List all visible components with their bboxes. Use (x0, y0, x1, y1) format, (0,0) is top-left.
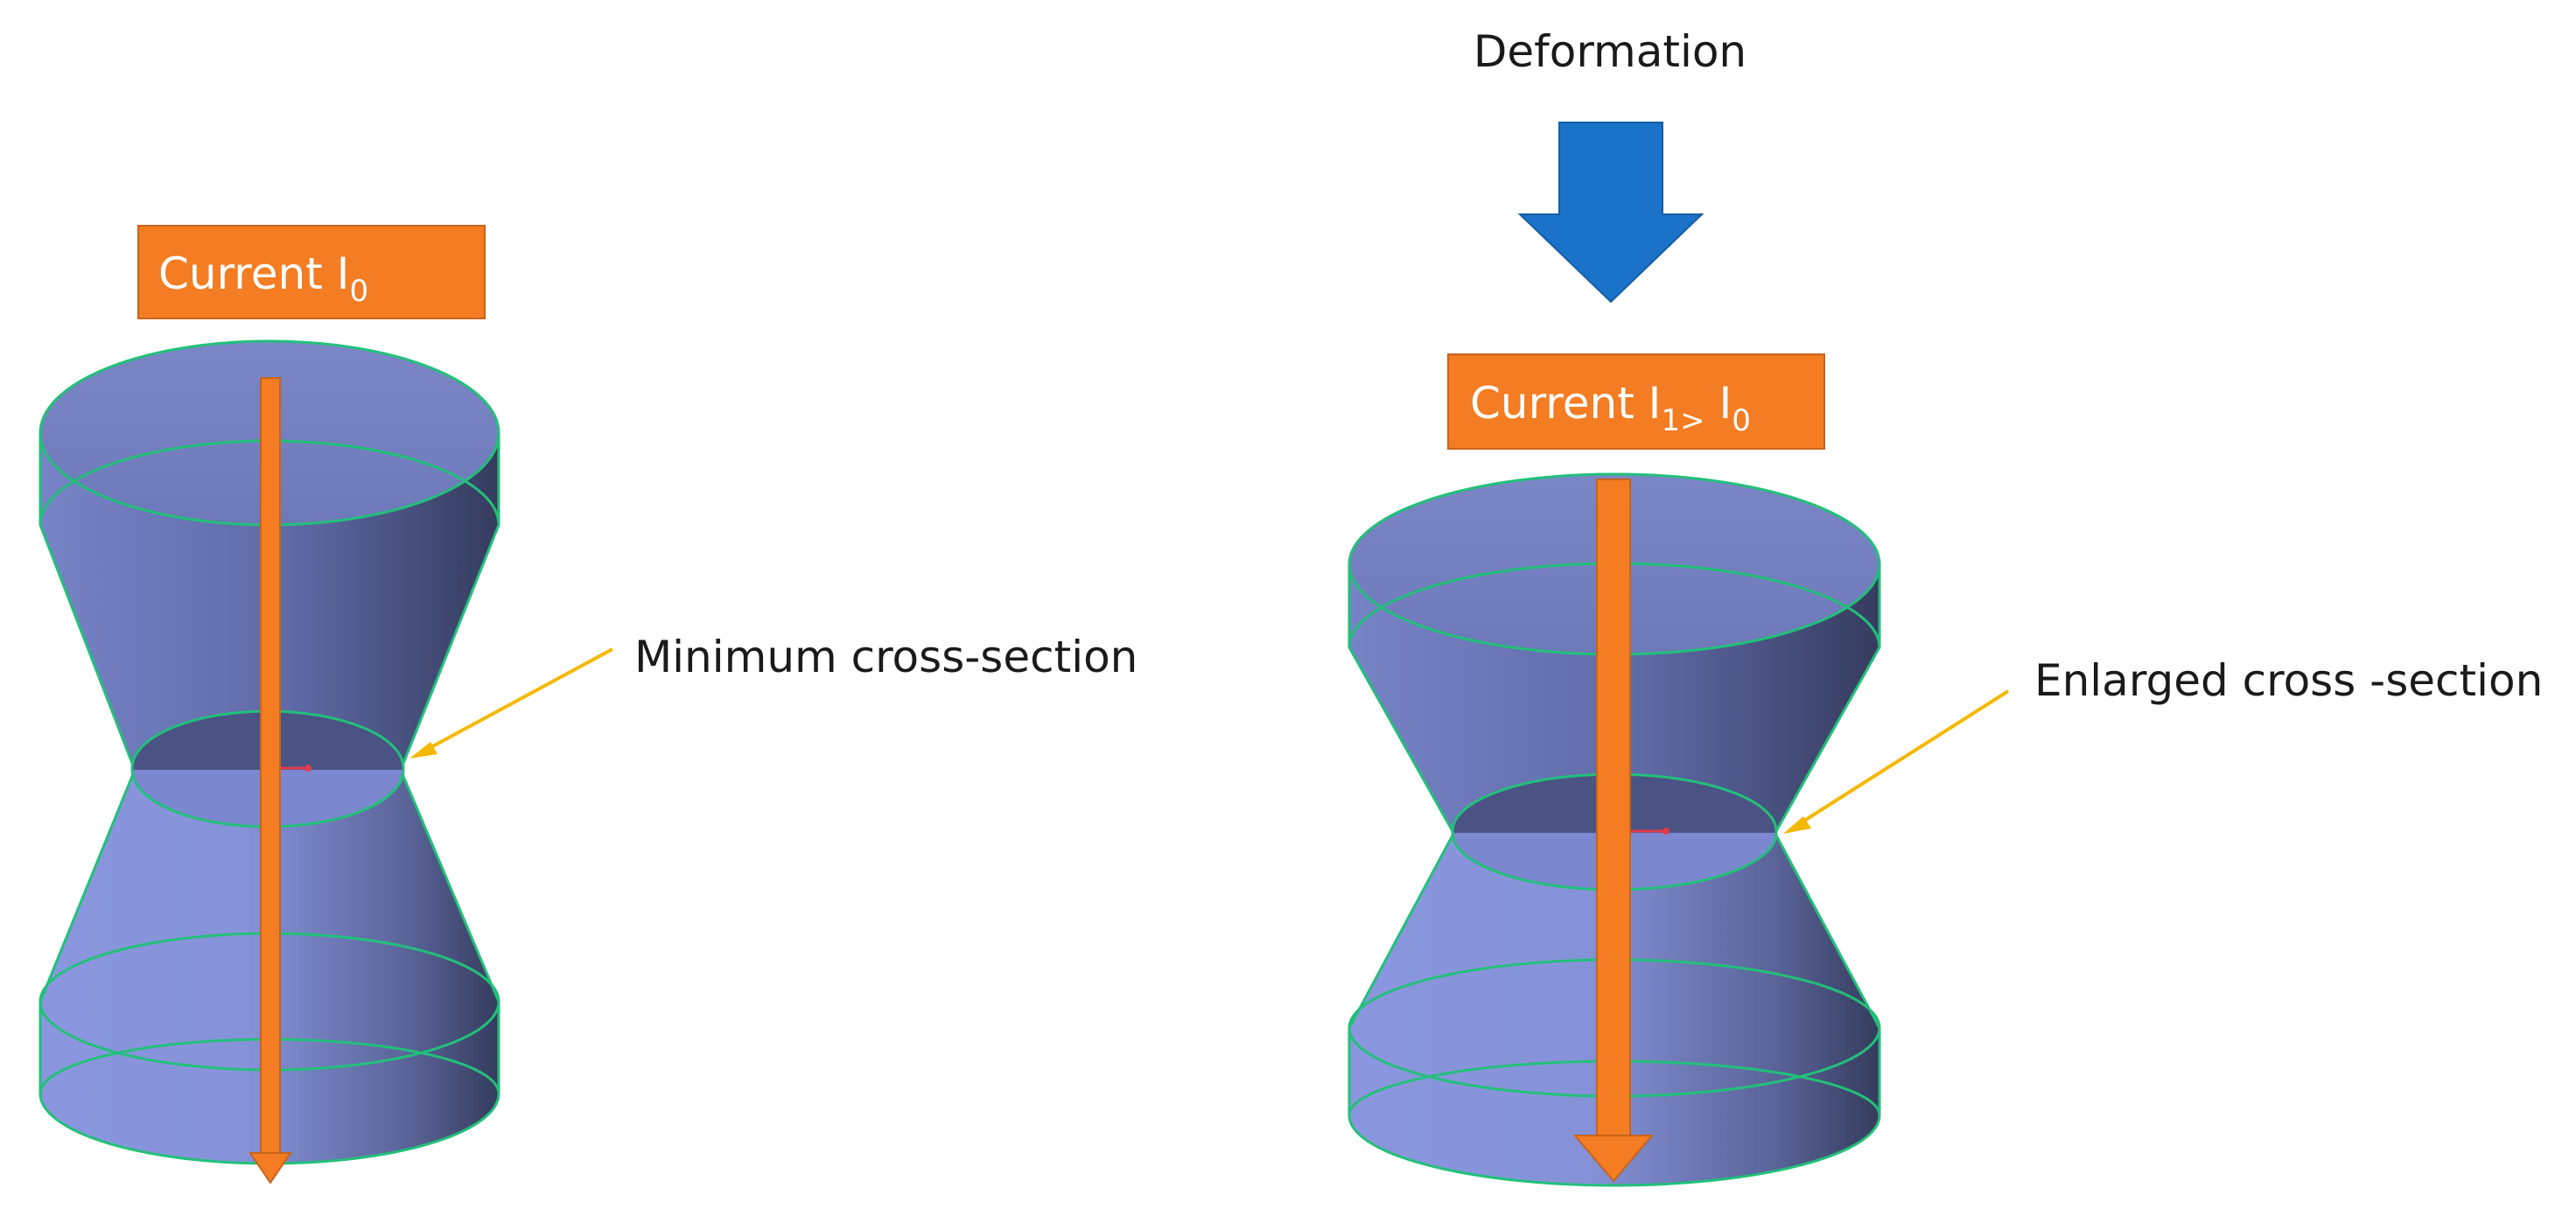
right-annotation-pointer (1783, 689, 2010, 834)
left-current-arrow (248, 377, 292, 1185)
right-current-subscript-1: 1> (1661, 403, 1704, 438)
right-current-label: Current I (1470, 378, 1661, 429)
left-current-box: Current I0 (137, 225, 486, 319)
deformation-arrow (1517, 122, 1704, 304)
svg-text:Current I0: Current I0 (158, 248, 368, 309)
left-current-label: Current I (158, 248, 349, 299)
right-current-subscript-2: 0 (1732, 403, 1751, 438)
right-current-label-2: I (1705, 378, 1732, 429)
left-current-subscript: 0 (349, 274, 368, 309)
right-current-box: Current I1> I0 (1447, 353, 1825, 450)
enlarged-cross-section-label: Enlarged cross -section (2034, 655, 2543, 706)
left-annotation-pointer (410, 647, 613, 758)
svg-text:Current I1> I0: Current I1> I0 (1470, 378, 1751, 438)
left-hourglass (38, 339, 500, 1185)
right-hourglass (1348, 472, 1881, 1187)
deformation-label: Deformation (1474, 26, 1746, 77)
minimum-cross-section-label: Minimum cross-section (634, 632, 1138, 682)
right-current-arrow (1572, 479, 1655, 1183)
